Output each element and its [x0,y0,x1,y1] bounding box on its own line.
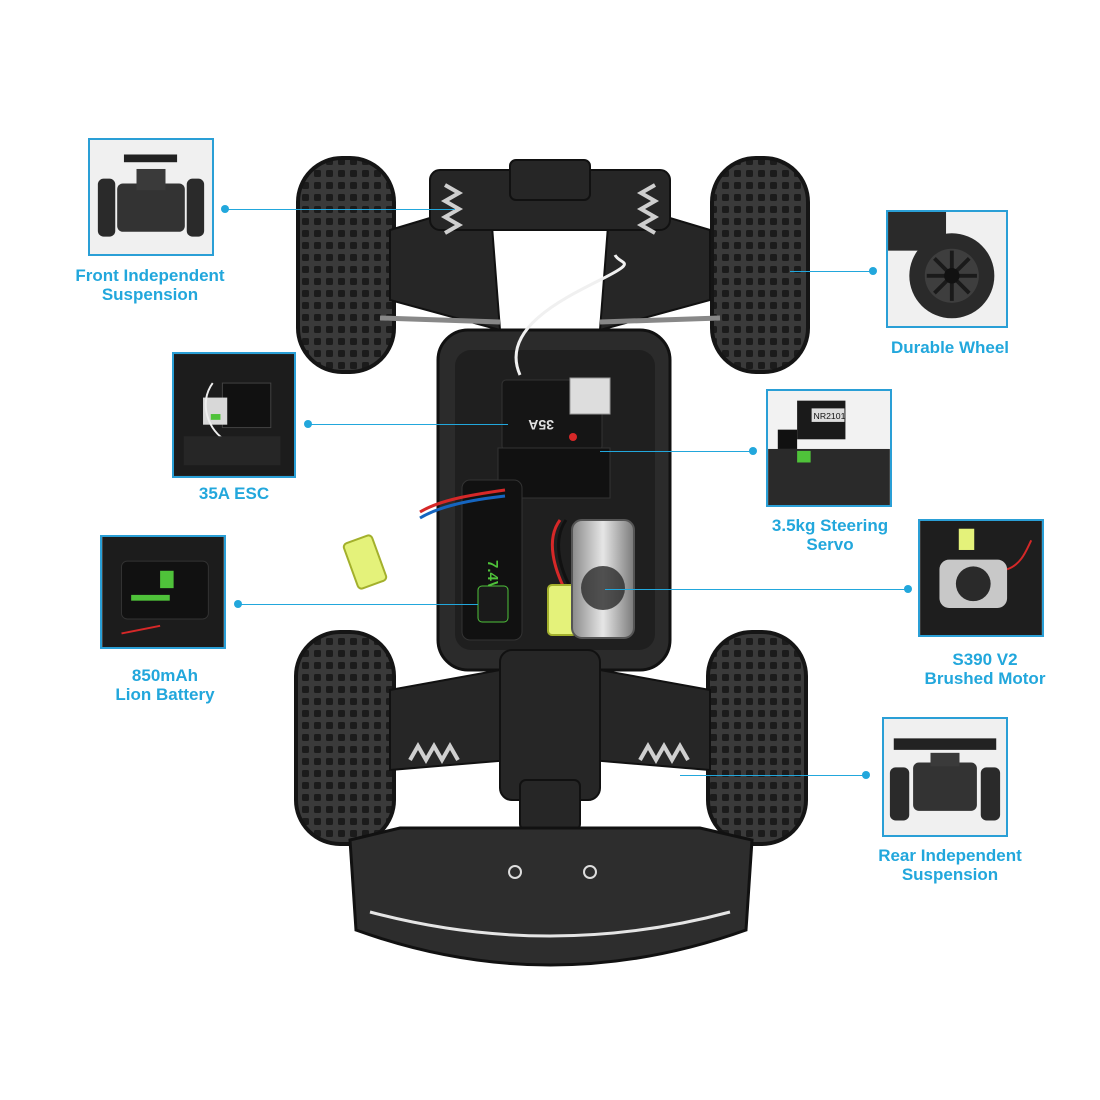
thumbnail-battery [100,535,226,649]
esc-unit: 35A [501,377,611,451]
connector-motor [605,589,908,590]
rear-springs [408,741,690,765]
connector-esc [308,424,508,425]
rear-right-wheel [706,630,808,846]
connector-wheel [790,271,873,272]
connector-dot-motor [904,585,912,593]
svg-text:NR2101: NR2101 [814,411,846,421]
rear-left-wheel [294,630,396,846]
connector-battery [238,604,478,605]
connector-dot-servo [749,447,757,455]
label-front-suspension: Front Independent Suspension [75,266,225,304]
connector-dot-battery [234,600,242,608]
label-battery: 850mAh Lion Battery [115,666,215,704]
label-motor: S390 V2 Brushed Motor [924,650,1046,688]
label-esc: 35A ESC [198,484,270,503]
connector-dot-front-suspension [221,205,229,213]
thumbnail-motor [918,519,1044,637]
connector-front-suspension [225,209,455,210]
thumbnail-esc [172,352,296,478]
connector-dot-rear-suspension [862,771,870,779]
front-springs [440,183,660,235]
front-suspension [379,159,721,332]
label-servo: 3.5kg Steering Servo [771,516,889,554]
thumbnail-wheel [886,210,1008,328]
svg-text:7.4V: 7.4V [484,560,501,591]
front-right-wheel [710,156,810,374]
svg-text:35A: 35A [528,417,554,433]
connector-dot-esc [304,420,312,428]
connector-servo [600,451,753,452]
brushed-motor [571,519,635,639]
thumbnail-servo: NR2101 [766,389,892,507]
front-left-wheel [296,156,396,374]
thumbnail-front-suspension [88,138,214,256]
label-wheel: Durable Wheel [890,338,1010,357]
battery-pack: 7.4V [461,479,523,641]
thumbnail-rear-suspension [882,717,1008,837]
connector-dot-wheel [869,267,877,275]
rear-wing [348,826,754,967]
label-rear-suspension: Rear Independent Suspension [878,846,1022,884]
connector-rear-suspension [680,775,866,776]
rear-suspension [389,649,711,831]
